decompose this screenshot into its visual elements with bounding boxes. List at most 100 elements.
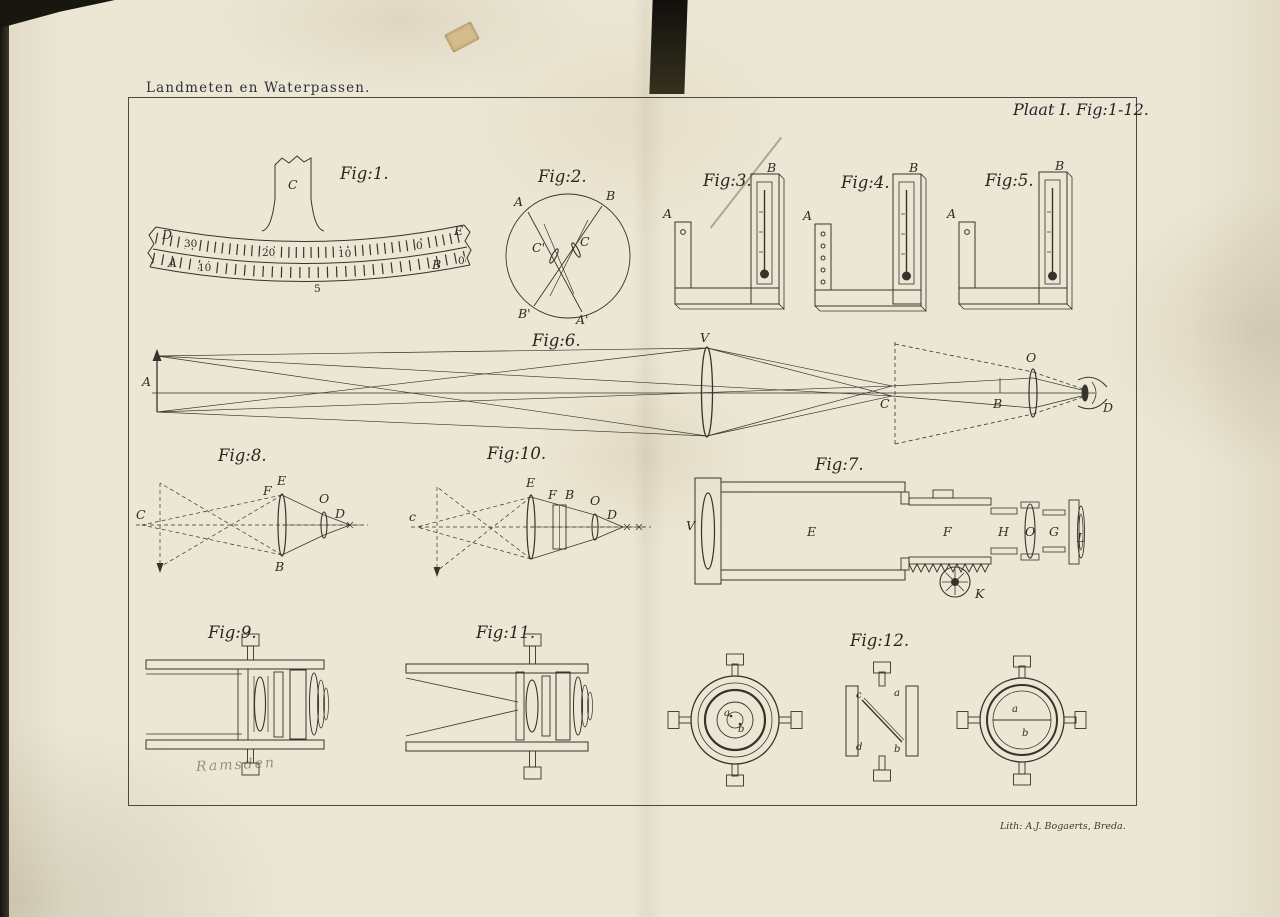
fig7-label-e: E: [806, 524, 816, 539]
fig12-right-label-a: a: [1012, 704, 1018, 715]
fig4-drawing: Fig:4. A B: [802, 160, 927, 312]
fig2-label-b-prime: B': [517, 306, 531, 321]
fig7-label-g: G: [1049, 524, 1059, 539]
fig1-drawing: Fig:1. 30 20 10 0 10 5 0 D E A B C: [147, 155, 472, 297]
fig6-axis-object: [152, 349, 1095, 412]
fig5-label-b: B: [1054, 158, 1064, 173]
fig10-label-o: O: [590, 493, 600, 508]
fig7-eyepiece-train: [990, 499, 1085, 565]
fig1-tick-0: 0: [416, 240, 423, 252]
fig3-caption: Fig:3.: [702, 171, 752, 190]
fig5-drawing: Fig:5. A B: [946, 158, 1073, 310]
fig12-mid-label-b: b: [894, 744, 900, 755]
fig1-tick-10: 10: [338, 248, 351, 260]
fig7-pinion-gear: [939, 566, 971, 598]
fig7-objective-cell: [694, 477, 722, 585]
fig6-eye: [1077, 376, 1108, 410]
fig12-left-target: a b: [667, 653, 803, 787]
fig4-label-b: B: [908, 160, 918, 175]
fig12-drawing: Fig:12. a b c: [667, 631, 1087, 787]
fig12-left-label-b: b: [738, 724, 744, 735]
fig7-label-h: H: [997, 524, 1010, 539]
fig6-virtual-rays: [894, 342, 1087, 446]
fig2-label-a: A: [513, 194, 523, 209]
fig3-bracket: [674, 173, 785, 310]
fig3-label-a: A: [662, 206, 672, 221]
fig6-lenses: [700, 346, 1038, 438]
fig6-label-d: D: [1102, 400, 1113, 415]
fig1-label-e: E: [453, 223, 463, 238]
fig7-drawing: Fig:7.: [686, 455, 1085, 601]
fig8-drawing: Fig:8. C E F B O D: [136, 446, 368, 574]
fig5-label-a: A: [946, 206, 956, 221]
fig8-arrowhead: [156, 563, 164, 573]
fig2-caption: Fig:2.: [537, 167, 587, 186]
fig12-left-label-a: a: [724, 708, 730, 719]
fig6-caption: Fig:6.: [531, 331, 581, 350]
fig11-tube-section: [405, 663, 593, 752]
fig1-tick-20: 20: [262, 247, 275, 259]
fig2-drawing: Fig:2. A B C' C B' A': [505, 167, 631, 327]
page-gutter-shadow: [649, 0, 688, 94]
fig3-drawing: Fig:3. A B: [662, 160, 785, 310]
fig12-mid-label-a: a: [894, 688, 900, 699]
fig1-lower-tick-10: 10: [198, 262, 211, 274]
fig10-lenses: [526, 494, 599, 560]
fig1-label-a: A: [167, 255, 177, 270]
fig6-drawing: Fig:6.: [141, 330, 1113, 446]
fig12-right-label-b: b: [1022, 728, 1028, 739]
fig8-solid-rays: [281, 494, 360, 556]
fig2-label-b: B: [605, 188, 615, 203]
fig1-label-d: D: [161, 227, 172, 242]
plate-border-frame: [128, 97, 1137, 806]
fig8-virtual-cone: [136, 482, 368, 568]
fig10-label-f: F: [547, 487, 558, 502]
fig11-drawing: Fig:11.: [405, 623, 593, 780]
fig8-label-c: C: [136, 507, 146, 522]
fig8-label-b: B: [274, 559, 284, 574]
fig2-label-c-left: C': [532, 240, 545, 255]
fig12-caption: Fig:12.: [849, 631, 909, 650]
fig4-bracket: [814, 173, 927, 312]
fig5-caption: Fig:5.: [984, 171, 1034, 190]
fig12-right-target: a b: [956, 655, 1087, 786]
fig7-label-v: V: [686, 518, 697, 533]
fig6-label-b: B: [992, 396, 1002, 411]
fig6-label-c: C: [880, 396, 890, 411]
fig7-draw-tube: [908, 489, 992, 574]
fig6-label-o: O: [1026, 350, 1036, 365]
fig12-middle-section: c a d b: [845, 661, 919, 782]
fig5-bracket: [958, 171, 1073, 310]
fig8-lenses: [277, 493, 328, 557]
fig10-arrowhead: [433, 567, 441, 577]
fig7-main-tube: [720, 481, 910, 581]
fig10-label-e: E: [525, 475, 535, 490]
fig11-adjusting-screws: [523, 633, 542, 780]
fig10-drawing: Fig:10. c E F B O D: [409, 444, 651, 577]
fig8-label-f: F: [262, 483, 273, 498]
fig1-caption: Fig:1.: [339, 164, 389, 183]
fig3-label-b: B: [766, 160, 776, 175]
fig8-label-d: D: [334, 506, 345, 521]
lithographer-imprint: Lith: A.J. Bogaerts, Breda.: [1000, 821, 1126, 832]
fig9-drawing: Fig:9.: [145, 623, 329, 776]
fig1-lower-tick-0: 0: [458, 255, 465, 267]
fig8-label-o: O: [319, 491, 329, 506]
fig10-caption: Fig:10.: [486, 444, 546, 463]
fig10-solid-rays: [530, 496, 645, 560]
fig2-circle-diagram: [505, 193, 631, 319]
fig7-label-l: L: [1076, 530, 1085, 545]
fig1-label-c: C: [288, 177, 298, 192]
fig6-rays: [156, 347, 1087, 437]
fig6-label-v: V: [700, 330, 711, 345]
fig4-label-a: A: [802, 208, 812, 223]
fig1-label-b: B: [431, 257, 441, 272]
plate-number: Plaat I. Fig:1-12.: [1013, 100, 1149, 119]
fig10-label-b: B: [564, 487, 574, 502]
fig9-adjusting-screws: [241, 633, 260, 776]
fig12-mid-label-d: d: [856, 742, 862, 753]
fig11-caption: Fig:11.: [475, 623, 535, 642]
fig1-tick-30: 30: [184, 238, 197, 250]
